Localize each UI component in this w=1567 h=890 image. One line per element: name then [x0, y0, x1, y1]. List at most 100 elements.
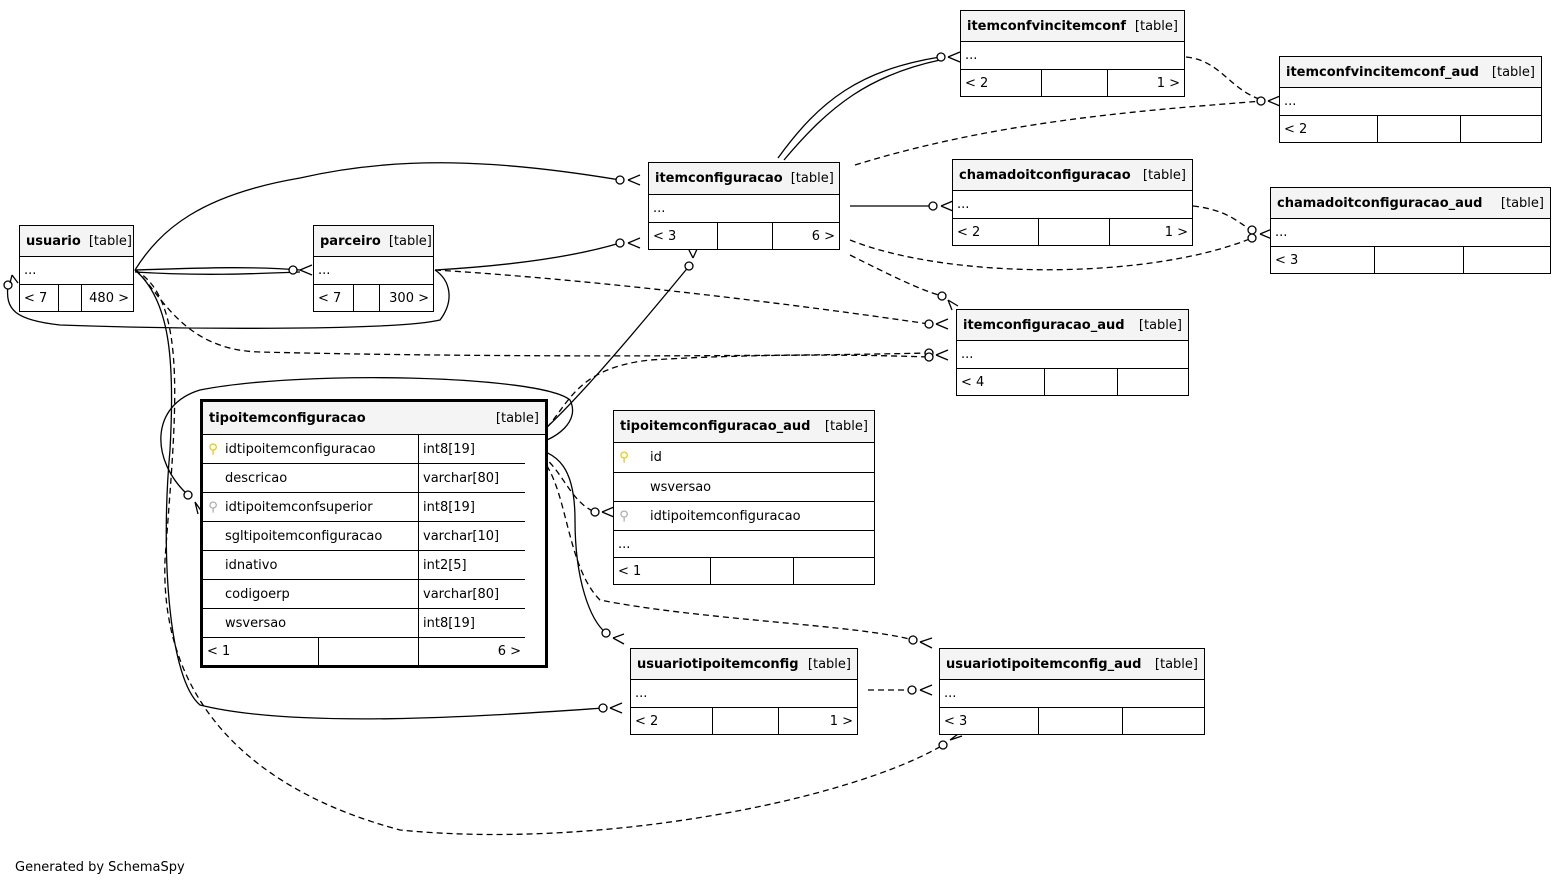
- children-count[interactable]: 1 >: [778, 708, 857, 734]
- column-name: sgltipoitemconfiguracao: [225, 528, 383, 544]
- children-count[interactable]: 480 >: [81, 285, 133, 311]
- ellipsis: ...: [957, 197, 970, 212]
- table-footer: < 4: [957, 369, 1188, 395]
- table-footer: < 3: [1271, 247, 1550, 273]
- table-header: tipoitemconfiguracao [table]: [203, 402, 545, 435]
- column-name-cell: ⚲idtipoitemconfiguracao: [614, 502, 874, 530]
- columns-placeholder: ...: [957, 341, 1188, 369]
- column-row[interactable]: ⚲sgltipoitemconfiguracao varchar[10]: [203, 522, 525, 551]
- footer-spacer: [58, 285, 81, 311]
- ellipsis: ...: [24, 263, 37, 278]
- crowfoot-marker: [299, 264, 313, 276]
- footer-spacer: [710, 558, 793, 584]
- column-row[interactable]: ⚲idtipoitemconfiguracao int8[19]: [203, 435, 525, 464]
- footer-spacer: [1377, 116, 1460, 142]
- table-name: tipoitemconfiguracao_aud: [620, 419, 811, 434]
- column-name: idnativo: [225, 557, 278, 573]
- table-parceiro[interactable]: parceiro [table] ... < 7 300 >: [313, 225, 434, 312]
- marker-circle: [601, 628, 611, 638]
- rel-itemconf-vinc-aud: [854, 100, 1263, 166]
- parents-count[interactable]: < 7: [24, 290, 48, 306]
- column-row[interactable]: ⚲codigoerp varchar[80]: [203, 580, 525, 609]
- children-count[interactable]: 1 >: [1109, 219, 1192, 245]
- table-type: [table]: [1154, 656, 1198, 672]
- crowfoot-marker: [609, 702, 623, 714]
- marker-circle: [1247, 225, 1257, 235]
- table-name: usuariotipoitemconfig: [637, 656, 799, 672]
- table-tipoitemconfiguracao[interactable]: tipoitemconfiguracao [table] ⚲idtipoitem…: [200, 399, 548, 668]
- column-type: int8[19]: [418, 435, 525, 463]
- foreign-key-icon: ⚲: [619, 508, 629, 524]
- table-name: parceiro: [320, 233, 381, 249]
- table-chamadoitconfiguracao-aud[interactable]: chamadoitconfiguracao_aud [table] ... < …: [1270, 187, 1551, 274]
- table-type: [table]: [1142, 167, 1186, 183]
- rel-vinc-vinc-aud: [1185, 56, 1263, 101]
- table-chamadoitconfiguracao[interactable]: chamadoitconfiguracao [table] ... < 2 1 …: [952, 159, 1193, 246]
- parents-count[interactable]: < 1: [618, 563, 642, 579]
- children-count[interactable]: 300 >: [379, 285, 433, 311]
- table-itemconfiguracao[interactable]: itemconfiguracao [table] ... < 3 6 >: [648, 162, 840, 250]
- column-row[interactable]: ⚲idtipoitemconfiguracao: [614, 502, 874, 531]
- column-row[interactable]: ⚲descricao varchar[80]: [203, 464, 525, 493]
- columns-placeholder: ...: [1280, 88, 1541, 116]
- crowfoot-marker: [919, 684, 933, 696]
- footer-spacer: [318, 638, 418, 665]
- parents-count[interactable]: < 2: [1284, 121, 1308, 137]
- children-count[interactable]: [1122, 708, 1204, 734]
- parents-count[interactable]: < 7: [318, 290, 342, 306]
- table-usuariotipoitemconfig[interactable]: usuariotipoitemconfig [table] ... < 2 1 …: [630, 648, 858, 735]
- table-itemconfvincitemconf-aud[interactable]: itemconfvincitemconf_aud [table] ... < 2: [1279, 56, 1542, 143]
- column-row[interactable]: ⚲wsversao int8[19]: [203, 609, 525, 638]
- rel-itemconf-chamado-aud: [849, 237, 1253, 271]
- footer-spacer: [1374, 247, 1463, 273]
- table-header: itemconfiguracao [table]: [649, 163, 839, 195]
- children-count[interactable]: 1 >: [1107, 70, 1184, 96]
- no-key-icon: ⚲: [207, 558, 219, 573]
- parents-count[interactable]: < 3: [653, 228, 677, 244]
- table-usuariotipoitemconfig-aud[interactable]: usuariotipoitemconfig_aud [table] ... < …: [939, 648, 1205, 735]
- ellipsis: ...: [618, 536, 631, 552]
- table-tipoitemconfiguracao-aud[interactable]: tipoitemconfiguracao_aud [table] ⚲id ⚲ws…: [613, 410, 875, 585]
- crowfoot-marker: [919, 637, 933, 649]
- parents-count[interactable]: < 1: [207, 644, 231, 659]
- footer-spacer: [1038, 219, 1109, 245]
- parents-count[interactable]: < 2: [965, 75, 989, 91]
- crowfoot-marker: [949, 733, 963, 741]
- rel-parceiro-itemconfiguracao: [434, 242, 621, 271]
- rel-tipo-self: [160, 377, 574, 496]
- crowfoot-marker: [9, 274, 19, 284]
- children-count[interactable]: 6 >: [772, 223, 839, 249]
- columns-placeholder: ...: [614, 531, 874, 558]
- parents-count[interactable]: < 2: [635, 713, 659, 729]
- children-count[interactable]: 6 >: [418, 638, 525, 665]
- table-itemconfiguracao-aud[interactable]: itemconfiguracao_aud [table] ... < 4: [956, 309, 1189, 396]
- footer-spacer: [1041, 70, 1107, 96]
- column-row[interactable]: ⚲idtipoitemconfsuperior int8[19]: [203, 493, 525, 522]
- table-type: [table]: [1138, 317, 1182, 333]
- parents-count[interactable]: < 3: [1275, 252, 1299, 268]
- children-count[interactable]: [1117, 369, 1188, 395]
- table-header: usuariotipoitemconfig [table]: [631, 649, 857, 680]
- no-key-icon: ⚲: [207, 587, 219, 602]
- footer-spacer: [717, 223, 772, 249]
- column-row[interactable]: ⚲idnativo int2[5]: [203, 551, 525, 580]
- table-type: [table]: [388, 233, 432, 249]
- parents-count[interactable]: < 4: [961, 374, 985, 390]
- table-itemconfvincitemconf[interactable]: itemconfvincitemconf [table] ... < 2 1 >: [960, 10, 1185, 97]
- ellipsis: ...: [653, 201, 666, 216]
- table-footer: < 2: [1280, 116, 1541, 142]
- table-header: chamadoitconfiguracao [table]: [953, 160, 1192, 191]
- marker-circle: [615, 238, 625, 248]
- column-row[interactable]: ⚲wsversao: [614, 473, 874, 502]
- children-count[interactable]: [1463, 247, 1550, 273]
- table-usuario[interactable]: usuario [table] ... < 7 480 >: [19, 225, 134, 312]
- crowfoot-marker: [627, 237, 641, 249]
- parents-count[interactable]: < 3: [944, 713, 968, 729]
- children-count[interactable]: [793, 558, 874, 584]
- column-row[interactable]: ⚲id: [614, 443, 874, 473]
- children-count[interactable]: [1460, 116, 1541, 142]
- table-header: chamadoitconfiguracao_aud [table]: [1271, 188, 1550, 219]
- parents-count[interactable]: < 2: [957, 224, 981, 240]
- table-header: usuario [table]: [20, 226, 133, 257]
- rel-usuario-itemconf-aud: [134, 269, 930, 357]
